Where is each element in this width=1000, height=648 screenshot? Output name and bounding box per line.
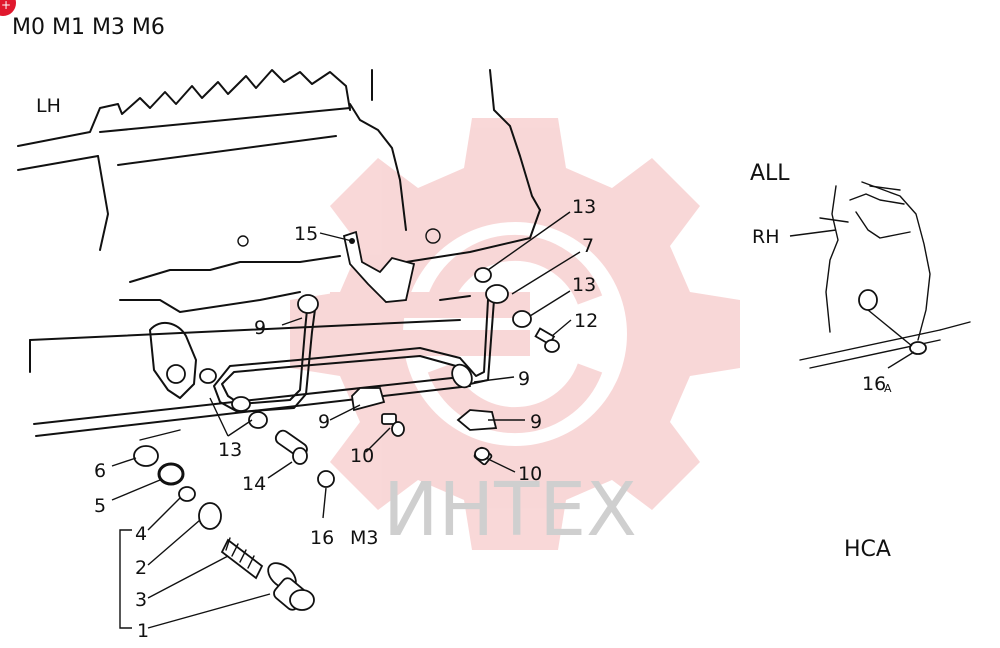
bolt-12	[534, 327, 560, 353]
plug-16	[317, 470, 335, 488]
page-title: M0 M1 M3 M6	[12, 15, 165, 40]
callout-7: 7	[582, 235, 594, 257]
inset-view: ALL RH 16 A	[750, 161, 971, 395]
union-14	[274, 429, 308, 465]
engine-block-drawing	[17, 69, 541, 441]
inset-side-label-rh: RH	[752, 226, 780, 248]
corner-badge-icon	[0, 0, 16, 16]
oil-pipe-assembly	[213, 284, 509, 413]
callout-16: 16	[310, 527, 334, 549]
callout-2: 2	[135, 557, 147, 579]
callout-11: 10	[518, 463, 542, 485]
callout-15: 15	[294, 223, 318, 245]
callout-12: 12	[574, 310, 598, 332]
svg-text:+: +	[1, 0, 11, 12]
callout-1: 1	[137, 620, 149, 642]
inset-title: ALL	[750, 161, 790, 186]
watermark-gear-icon	[290, 118, 740, 550]
callout-3: 3	[135, 589, 147, 611]
bolt-11	[381, 413, 493, 466]
inset-callout-16: 16	[862, 373, 886, 395]
clip-9	[351, 387, 498, 431]
callout-5: 5	[94, 495, 106, 517]
callout-9: 9	[318, 411, 330, 433]
callout-13: 13	[572, 196, 596, 218]
callout-6: 6	[94, 460, 106, 482]
callout-4: 4	[135, 523, 147, 545]
callout-11: 10	[350, 445, 374, 467]
callout-13: 13	[572, 274, 596, 296]
callout-13: 13	[218, 439, 242, 461]
watermark: ИНТЕХ	[290, 118, 740, 553]
callout-14: 14	[242, 473, 266, 495]
callout-10: 9	[254, 317, 266, 339]
inset-callout-suffix: A	[884, 382, 892, 395]
washer-13	[199, 267, 532, 429]
watermark-text: ИНТЕХ	[383, 467, 637, 553]
leader-lines	[111, 211, 581, 629]
footer-label: HCA	[844, 537, 891, 562]
main-view-labels: LH 15 9 13 7 13 12 9 9 9 10 10 13 14 16 …	[36, 95, 598, 642]
variant-note: M3	[350, 527, 378, 549]
callout-10: 9	[518, 368, 530, 390]
seal-parts	[133, 445, 315, 611]
side-label-lh: LH	[36, 95, 61, 117]
callout-9: 9	[530, 411, 542, 433]
